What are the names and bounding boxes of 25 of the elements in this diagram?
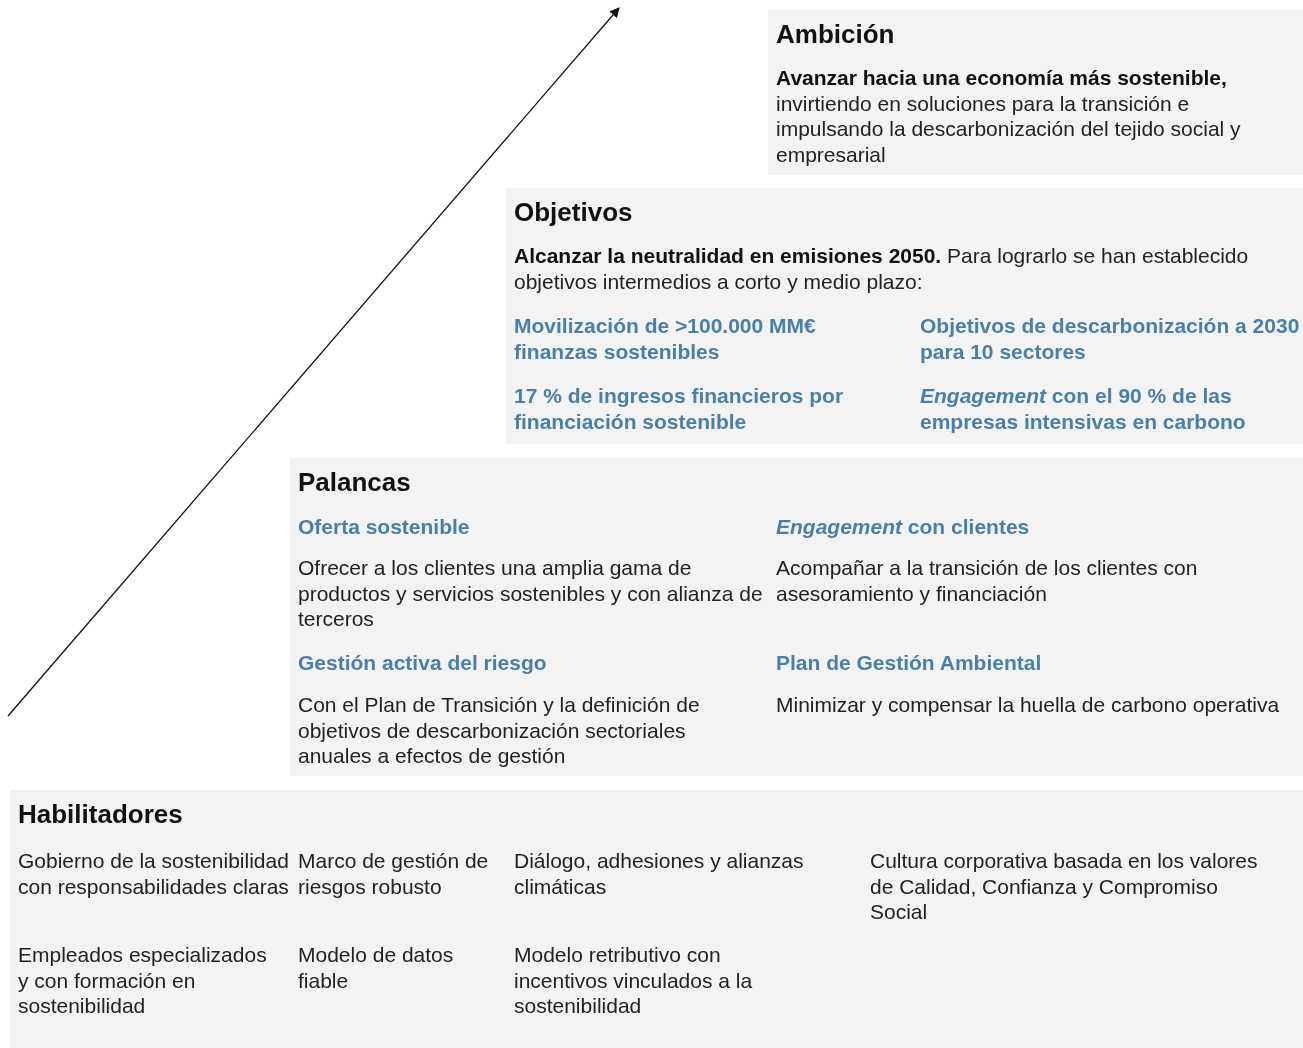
section-heading: Palancas bbox=[298, 470, 412, 496]
description-text: Minimizar y compensar la huella de carbono operativa bbox=[776, 692, 1281, 718]
description-text: Acompañar a la transición de los clientes con asesoramiento y financiación bbox=[776, 555, 1199, 606]
item-heading: Movilización de >100.000 MM€ finanzas sostenibles bbox=[514, 313, 817, 364]
description-text: Modelo retributivo con incentivos vinculados a la sostenibilidad bbox=[514, 942, 754, 1019]
item-heading: Objetivos de descarbonización a 2030 para 10 sectores bbox=[920, 313, 1300, 364]
item-heading: Gestión activa del riesgo bbox=[298, 650, 548, 676]
description-text: Avanzar hacia una economía más sostenible, invirtiendo en soluciones para la transición e impulsando la descarbonización del tejido social y empresarial bbox=[776, 65, 1242, 167]
item-heading: Engagement con clientes bbox=[776, 514, 1031, 540]
description-text: Modelo de datos fiable bbox=[298, 942, 455, 993]
description-text: Diálogo, adhesiones y alianzas climáticas bbox=[514, 848, 805, 899]
section-heading: Habilitadores bbox=[18, 802, 184, 828]
section-heading: Ambición bbox=[776, 22, 896, 48]
section-heading: Objetivos bbox=[514, 200, 634, 226]
description-text: Empleados especializados y con formación en sostenibilidad bbox=[18, 942, 268, 1019]
description-text: Gobierno de la sostenibilidad con responsabilidades claras bbox=[18, 848, 290, 899]
item-heading: Engagement con el 90 % de las empresas intensivas en carbono bbox=[920, 383, 1247, 434]
description-text: Ofrecer a los clientes una amplia gama de productos y servicios sostenibles y con alianza de terceros bbox=[298, 555, 763, 632]
item-heading: Oferta sostenible bbox=[298, 514, 471, 540]
description-text: Marco de gestión de riesgos robusto bbox=[298, 848, 490, 899]
item-heading: Plan de Gestión Ambiental bbox=[776, 650, 1043, 676]
description-text: Alcanzar la neutralidad en emisiones 2050. Para lograrlo se han establecido objetivos intermedios a corto y medio plazo: bbox=[514, 243, 1250, 294]
description-text: Cultura corporativa basada en los valores de Calidad, Confianza y Compromiso Social bbox=[870, 848, 1259, 925]
item-heading: 17 % de ingresos financieros por financiación sostenible bbox=[514, 383, 845, 434]
description-text: Con el Plan de Transición y la definición de objetivos de descarbonización sectoriales anuales a efectos de gestión bbox=[298, 692, 701, 769]
